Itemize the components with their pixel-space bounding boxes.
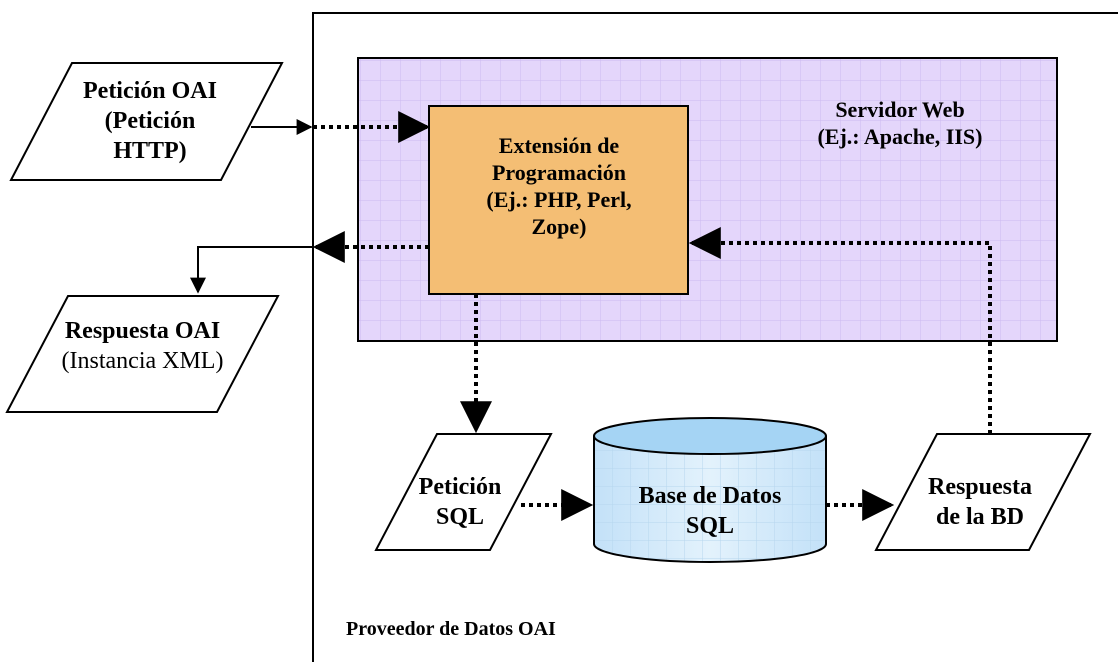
extension-label: Extensión de Programación (Ej.: PHP, Per… [486, 133, 632, 239]
sql-request-label: Petición SQL [418, 474, 502, 530]
oai-request-shape [9, 62, 284, 181]
oai-response-shape [5, 295, 280, 413]
oai-response-title: Respuesta OAI [64, 318, 221, 344]
provider-boundary [312, 12, 1118, 662]
db-response-label: Respuesta de la BD [927, 474, 1032, 530]
database-label: Base de Datos SQL [638, 483, 782, 539]
db-response-shape [874, 433, 1092, 551]
oai-response-subtitle: (Instancia XML) [61, 348, 224, 374]
sql-request-shape [374, 433, 553, 551]
oai-response-arrow [190, 231, 429, 294]
extension-box [428, 105, 689, 295]
web-server-label: Servidor Web (Ej.: Apache, IIS) [817, 97, 983, 149]
oai-request-label: Petición OAI (Petición HTTP) [83, 78, 217, 164]
database-cylinder [593, 417, 827, 563]
provider-label: Proveedor de Datos OAI [346, 618, 556, 640]
